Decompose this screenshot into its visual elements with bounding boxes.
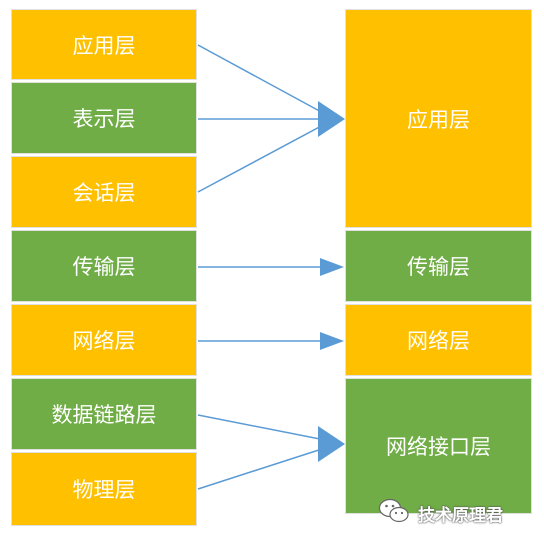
arrow-line-physical bbox=[197, 447, 326, 490]
osi-session-layer: 会话层 bbox=[11, 156, 197, 228]
watermark: 技术原理君 bbox=[378, 498, 503, 528]
osi-transport-layer: 传输层 bbox=[11, 230, 197, 302]
arrowhead-transport bbox=[320, 258, 344, 276]
osi-data-link-layer: 数据链路层 bbox=[11, 378, 197, 450]
arrow-line-data-link bbox=[197, 414, 326, 441]
arrow-line-application bbox=[197, 44, 326, 115]
tcpip-network-layer: 网络层 bbox=[345, 304, 532, 376]
tcpip-application-layer: 应用层 bbox=[345, 9, 532, 228]
osi-presentation-layer: 表示层 bbox=[11, 82, 197, 154]
arrowhead-application bbox=[318, 101, 345, 137]
arrow-line-session bbox=[197, 123, 326, 193]
osi-network-layer: 网络层 bbox=[11, 304, 197, 376]
tcpip-transport-layer: 传输层 bbox=[345, 230, 532, 302]
osi-application-layer: 应用层 bbox=[11, 9, 197, 80]
arrowhead-network bbox=[320, 332, 344, 350]
wechat-icon bbox=[378, 498, 410, 528]
watermark-text: 技术原理君 bbox=[418, 505, 503, 526]
tcpip-network-interface-layer: 网络接口层 bbox=[345, 378, 532, 514]
osi-physical-layer: 物理层 bbox=[11, 452, 197, 526]
arrowhead-network-interface bbox=[318, 426, 345, 462]
